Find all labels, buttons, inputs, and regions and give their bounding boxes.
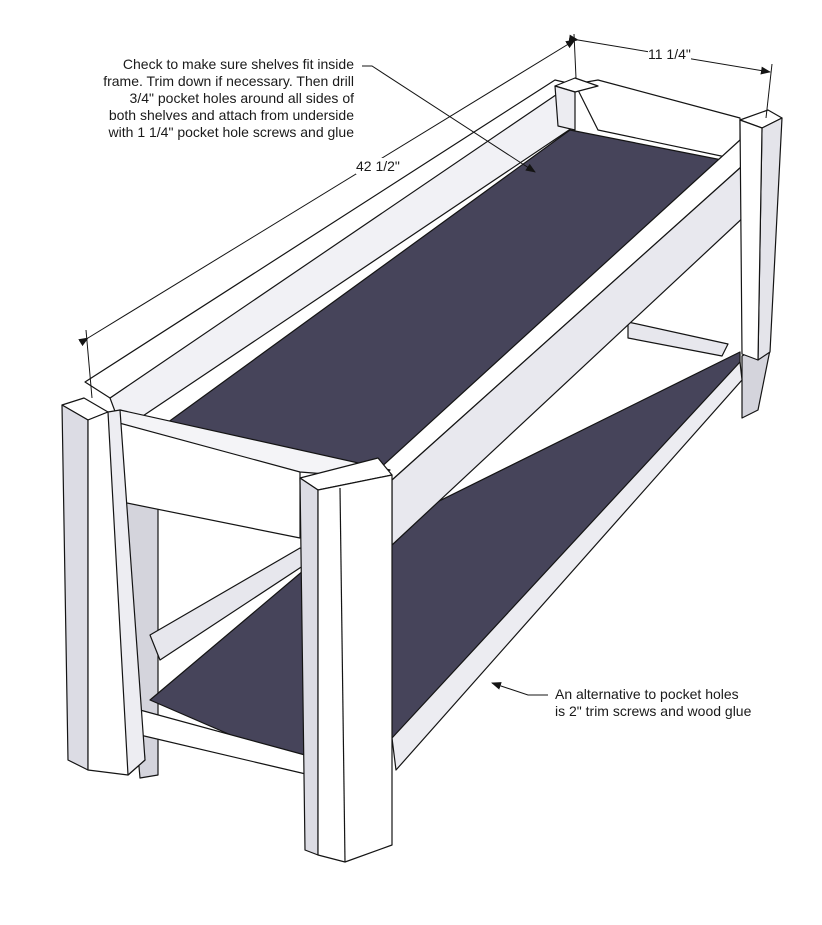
top-note: Check to make sure shelves fit inside fr… — [48, 56, 354, 141]
top-note-line: with 1 1/4" pocket hole screws and glue — [108, 124, 354, 140]
top-note-line: both shelves and attach from underside — [108, 107, 354, 123]
top-note-line: Check to make sure shelves fit inside — [122, 56, 354, 72]
back-right-top-leg — [739, 109, 783, 361]
length-dimension-label: 42 1/2" — [356, 158, 400, 174]
bottom-note: An alternative to pocket holes is 2" tri… — [555, 686, 751, 720]
bottom-note-line: An alternative to pocket holes — [555, 686, 739, 702]
width-dimension-label: 11 1/4" — [648, 46, 691, 62]
front-left-leg — [61, 397, 146, 776]
front-right-leg — [299, 457, 393, 863]
top-note-line: frame. Trim down if necessary. Then dril… — [103, 73, 354, 89]
leader-lines — [362, 65, 548, 696]
bottom-note-line: is 2" trim screws and wood glue — [555, 703, 752, 719]
top-note-line: 3/4" pocket holes around all sides of — [129, 90, 354, 106]
